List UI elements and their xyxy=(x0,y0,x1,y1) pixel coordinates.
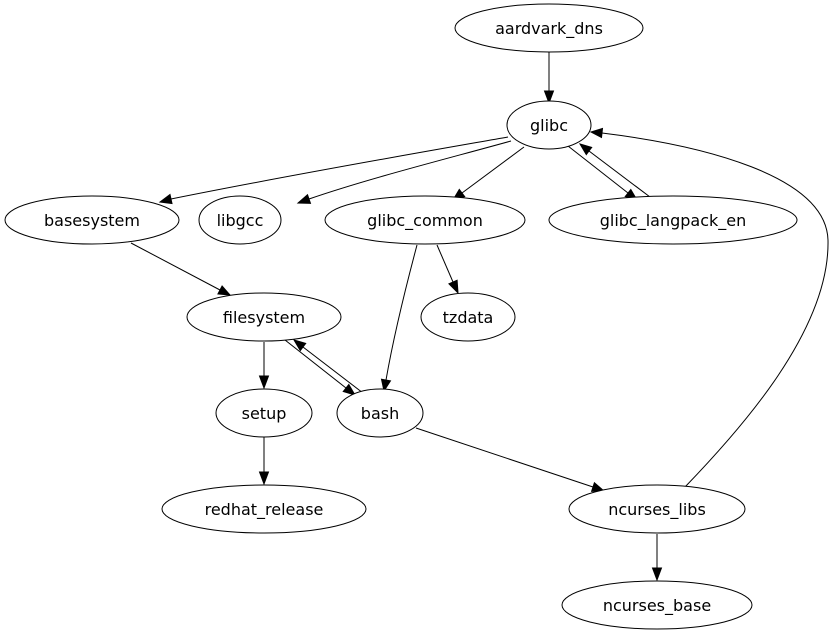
node-label-bash: bash xyxy=(361,404,399,423)
edge-glibc-to-glibc_common xyxy=(451,146,525,201)
edge-filesystem-to-bash xyxy=(284,339,357,396)
node-label-setup: setup xyxy=(242,404,287,423)
edge-filesystem-to-setup xyxy=(258,342,270,390)
node-label-glibc_langpack_en: glibc_langpack_en xyxy=(600,211,747,231)
node-label-ncurses_base: ncurses_base xyxy=(603,596,711,616)
edge-bash-to-ncurses_libs xyxy=(415,427,606,492)
node-libgcc: libgcc xyxy=(198,195,282,245)
edge-setup-to-redhat_release xyxy=(258,437,270,486)
node-label-aardvark_dns: aardvark_dns xyxy=(495,19,603,39)
edge-glibc-to-basesystem xyxy=(158,136,509,205)
node-label-ncurses_libs: ncurses_libs xyxy=(608,500,706,520)
edge-glibc_common-to-tzdata xyxy=(436,244,459,295)
node-glibc_common: glibc_common xyxy=(324,195,526,245)
node-ncurses_base: ncurses_base xyxy=(561,580,753,630)
node-label-libgcc: libgcc xyxy=(217,211,264,230)
node-redhat_release: redhat_release xyxy=(161,484,367,534)
node-bash: bash xyxy=(336,388,424,438)
node-label-glibc: glibc xyxy=(530,116,568,135)
edge-ncurses_libs-to-glibc xyxy=(589,127,829,488)
edge-ncurses_libs-to-ncurses_base xyxy=(651,534,663,582)
node-label-glibc_common: glibc_common xyxy=(367,211,483,231)
node-ncurses_libs: ncurses_libs xyxy=(568,484,746,534)
edge-bash-to-filesystem xyxy=(292,339,364,394)
edge-aardvark_dns-to-glibc xyxy=(543,52,555,105)
edge-glibc_common-to-bash xyxy=(380,244,418,393)
edge-basesystem-to-filesystem xyxy=(130,242,232,296)
node-setup: setup xyxy=(215,388,313,438)
node-glibc: glibc xyxy=(506,100,592,150)
edge-glibc-to-libgcc xyxy=(296,140,512,204)
node-label-basesystem: basesystem xyxy=(44,211,140,230)
edge-glibc_langpack_en-to-glibc xyxy=(578,143,651,198)
node-glibc_langpack_en: glibc_langpack_en xyxy=(548,195,798,245)
node-aardvark_dns: aardvark_dns xyxy=(454,3,644,53)
node-filesystem: filesystem xyxy=(186,292,342,342)
node-tzdata: tzdata xyxy=(420,292,516,342)
node-label-filesystem: filesystem xyxy=(223,308,305,327)
node-label-redhat_release: redhat_release xyxy=(205,500,324,520)
node-label-tzdata: tzdata xyxy=(443,308,494,327)
node-basesystem: basesystem xyxy=(4,195,180,245)
edge-glibc-to-glibc_langpack_en xyxy=(567,145,639,201)
